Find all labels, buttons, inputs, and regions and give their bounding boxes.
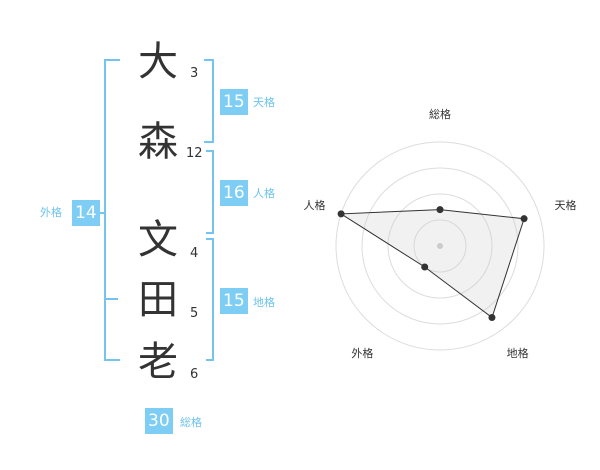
jinkaku-label: 人格 xyxy=(253,187,275,200)
gaikaku-bracket xyxy=(104,59,120,361)
radar-ring xyxy=(413,219,467,273)
stroke-count-2: 12 xyxy=(186,146,203,161)
name-char-1: 大 xyxy=(138,39,178,85)
radar-ring xyxy=(335,141,545,351)
gaikaku-badge: 14 xyxy=(72,200,100,226)
radar-axis-label: 外格 xyxy=(351,346,373,360)
stroke-count-4: 5 xyxy=(190,306,199,321)
stroke-count-5: 6 xyxy=(190,367,199,382)
chikaku-badge: 15 xyxy=(220,288,248,314)
gaikaku-label: 外格 xyxy=(40,206,62,219)
chikaku-label: 地格 xyxy=(253,296,275,309)
radar-ring xyxy=(387,193,493,299)
radar-point xyxy=(520,215,528,223)
radar-axis-label: 総格 xyxy=(429,107,451,121)
radar-point xyxy=(421,263,429,271)
stroke-count-3: 4 xyxy=(190,246,199,261)
radar-ring xyxy=(361,167,519,325)
radar-axis-label: 天格 xyxy=(555,198,577,212)
tenkaku-label: 天格 xyxy=(253,96,275,109)
name-char-4: 田 xyxy=(138,277,178,323)
radar-point xyxy=(337,210,345,218)
jinkaku-badge: 16 xyxy=(220,180,248,206)
stroke-count-1: 3 xyxy=(190,66,199,81)
jinkaku-bracket xyxy=(206,150,214,234)
name-char-2: 森 xyxy=(138,119,178,165)
tenkaku-bracket xyxy=(204,59,214,143)
radar-point xyxy=(436,206,444,214)
gaikaku-bracket-mid xyxy=(106,298,118,300)
name-char-3: 文 xyxy=(138,217,178,263)
name-char-5: 老 xyxy=(138,339,178,385)
tenkaku-badge: 15 xyxy=(220,89,248,115)
radar-axis-label: 人格 xyxy=(304,198,326,212)
radar-axis-label: 地格 xyxy=(507,346,529,360)
gaikaku-bracket-connector xyxy=(100,212,104,214)
radar-area xyxy=(339,209,525,319)
soukaku-badge: 30 xyxy=(145,408,173,434)
radar-center xyxy=(437,243,443,249)
chikaku-bracket xyxy=(206,238,214,361)
soukaku-label: 総格 xyxy=(180,416,202,429)
radar-point xyxy=(488,314,496,322)
